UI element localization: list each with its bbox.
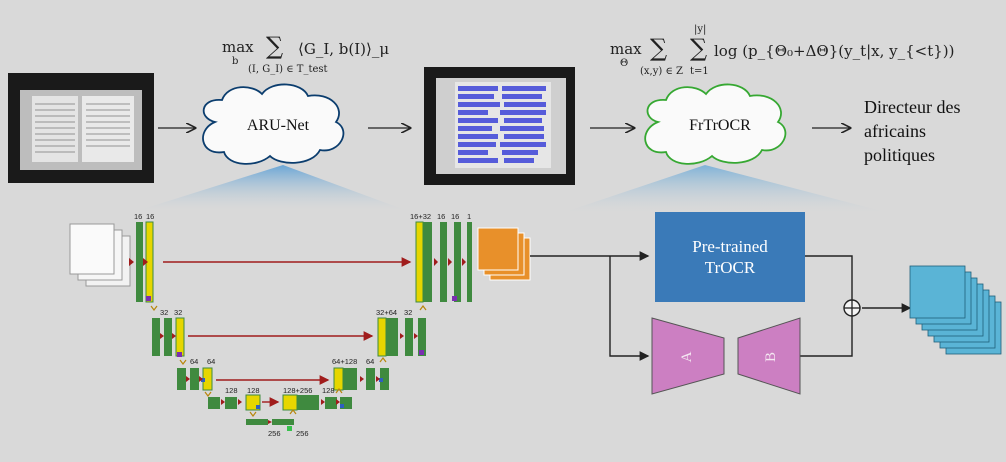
unet-level2-encoder (152, 317, 185, 357)
unet-label-l3-dec-b: 64 (366, 357, 374, 366)
unet-level2-decoder (377, 317, 426, 357)
unet-label-l1-dec-c: 16 (451, 212, 459, 221)
unet-label-l4-enc-b: 128 (247, 386, 260, 395)
segmented-document-image (424, 67, 575, 185)
adapter-b-label: B (763, 352, 779, 362)
right-max-operator: max (610, 40, 642, 58)
unet-label-l2-dec-b: 32 (404, 308, 412, 317)
unet-label-l4-dec-a: 128+256 (283, 386, 312, 395)
left-sum-subscript: (I, G_I) ∈ T_test (248, 64, 328, 75)
unet-label-l5-a: 256 (268, 429, 281, 438)
left-max-subscript: b (232, 56, 239, 67)
output-line-2: africains (864, 121, 926, 141)
right-formula-body: log (p_{Θ₀+ΔΘ}(y_t|x, y_{<t})) (714, 42, 955, 60)
adapter-a-label: A (679, 351, 695, 362)
unet-label-l2-enc-a: 32 (160, 308, 168, 317)
output-line-3: politiques (864, 145, 935, 165)
unet-sampling-marks (150, 305, 427, 417)
pretrained-line-2: TrOCR (704, 258, 756, 277)
unet-label-l1-dec-b: 16 (437, 212, 445, 221)
unet-label-l3-enc-a: 64 (190, 357, 198, 366)
sum-node (843, 299, 861, 317)
arunet-label: ARU-Net (246, 117, 310, 134)
right-max-subscript: Θ (620, 58, 629, 69)
right-sum2-symbol: ∑ (690, 34, 708, 62)
frtrocr-label: FrTrOCR (689, 117, 751, 134)
trocr-connectors (530, 251, 912, 361)
pretrained-trocr-box (655, 212, 805, 302)
right-sum1-symbol: ∑ (650, 34, 668, 62)
unet-label-l4-enc-a: 128 (225, 386, 238, 395)
output-line-1: Directeur des (864, 97, 961, 117)
pretrained-trocr-label: Pre-trained TrOCR (655, 236, 805, 278)
unet-level4-decoder (282, 394, 352, 411)
unet-label-l3-enc-b: 64 (207, 357, 215, 366)
right-sum2-superscript: |y| (694, 24, 707, 35)
unet-label-l1-dec-a: 16+32 (410, 212, 431, 221)
arunet-cloud (202, 83, 345, 165)
recognition-objective: max Θ ∑ (x,y) ∈ Z |y| ∑ t=1 log (p_{Θ₀+Δ… (610, 24, 955, 84)
unet-label-l2-dec-a: 32+64 (376, 308, 397, 317)
unet-level3-encoder (177, 367, 213, 391)
left-formula-body: ⟨G_I, b(I)⟩_μ (298, 40, 390, 58)
unet-skip-connections (163, 257, 412, 407)
right-sum2-subscript: t=1 (690, 66, 709, 77)
unet-level1-decoder (415, 221, 472, 303)
unet-level3-decoder (333, 367, 389, 391)
unet-label-l1-enc-b: 16 (146, 212, 154, 221)
unet-label-l1-dec-d: 1 (467, 212, 471, 221)
frtrocr-projection-beam (565, 165, 885, 212)
unet-output-maps (477, 227, 531, 281)
right-sum1-subscript: (x,y) ∈ Z (640, 66, 683, 77)
lora-adapter-b (737, 317, 801, 395)
left-max-operator: max (222, 38, 254, 56)
arunet-projection-beam (140, 165, 405, 210)
unet-input-stack (69, 223, 131, 287)
unet-conv-arrows (129, 258, 466, 424)
unet-label-l5-b: 256 (296, 429, 309, 438)
unet-bottleneck (246, 419, 294, 431)
frtrocr-cloud (644, 83, 787, 165)
unet-level4-encoder (208, 394, 261, 411)
segmentation-objective: max b ∑ (I, G_I) ∈ T_test ⟨G_I, b(I)⟩_μ (222, 30, 402, 80)
lora-adapter-a (651, 317, 725, 395)
decoder-output-stack (909, 265, 1002, 355)
unet-label-l4-dec-b: 128 (322, 386, 335, 395)
pretrained-line-1: Pre-trained (692, 237, 768, 256)
unet-label-l3-dec-a: 64+128 (332, 357, 357, 366)
unet-label-l2-enc-b: 32 (174, 308, 182, 317)
recognized-text-output: Directeur des africains politiques (864, 95, 1004, 167)
unet-label-l1-enc-a: 16 (134, 212, 142, 221)
left-sum-symbol: ∑ (266, 32, 284, 60)
input-document-image (8, 73, 154, 183)
